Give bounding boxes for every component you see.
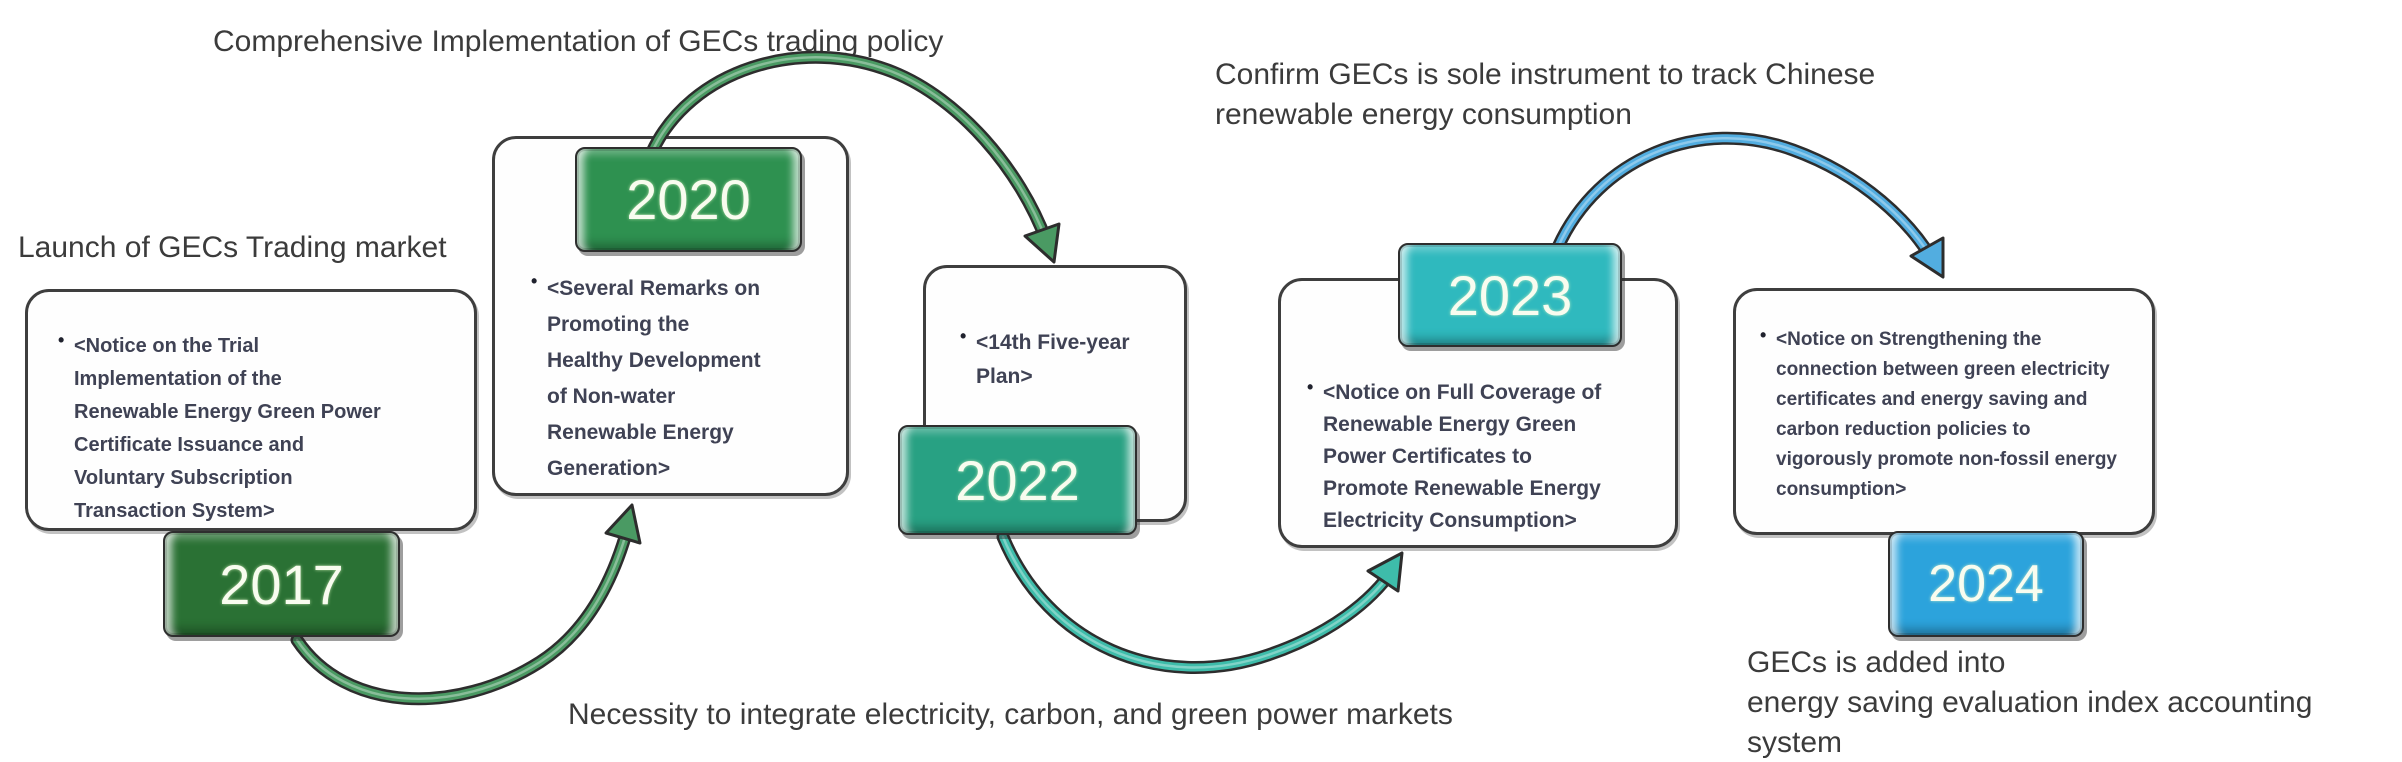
- label-comprehensive-implementation: Comprehensive Implementation of GECs tra…: [213, 25, 944, 58]
- policy-text-2022: <14th Five-year Plan>: [976, 331, 1130, 388]
- bullet-icon: •: [1307, 377, 1314, 397]
- policy-text-2024: <Notice on Strengthening the connection …: [1776, 329, 2117, 500]
- label-confirm-gecs-instrument: Confirm GECs is sole instrument to track…: [1215, 58, 1876, 131]
- policy-text-2020: <Several Remarks on Promoting the Health…: [547, 277, 761, 480]
- policy-text-2017: <Notice on the Trial Implementation of t…: [74, 335, 381, 522]
- policy-box-2024: • <Notice on Strengthening the connectio…: [1733, 288, 2155, 535]
- bullet-icon: •: [960, 326, 967, 346]
- year-badge-2022: 2022: [898, 425, 1137, 535]
- year-badge-2024: 2024: [1888, 531, 2084, 637]
- label-launch-trading-market: Launch of GECs Trading market: [18, 231, 447, 264]
- bullet-icon: •: [58, 330, 65, 350]
- year-badge-2017: 2017: [163, 531, 400, 637]
- bullet-icon: •: [1760, 325, 1767, 345]
- policy-text-2023: <Notice on Full Coverage of Renewable En…: [1323, 381, 1602, 532]
- policy-box-2017: • <Notice on the Trial Implementation of…: [25, 289, 477, 531]
- label-gecs-added-index: GECs is added into energy saving evaluat…: [1747, 646, 2313, 759]
- year-badge-2023: 2023: [1398, 243, 1622, 347]
- label-necessity-integrate-markets: Necessity to integrate electricity, carb…: [568, 698, 1453, 731]
- arrow-2022-to-2023-icon: [996, 530, 1404, 674]
- bullet-icon: •: [531, 271, 538, 291]
- year-badge-2020: 2020: [575, 147, 802, 252]
